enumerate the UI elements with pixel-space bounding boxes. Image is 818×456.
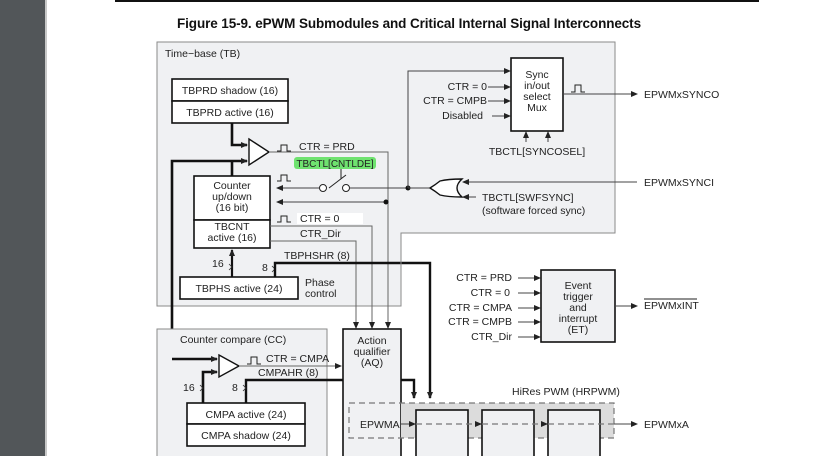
counter-outputs: CTR = 0 CTR_Dir bbox=[270, 213, 375, 329]
ctr-prd-label: CTR = PRD bbox=[299, 141, 355, 153]
hrpwm-label: HiRes PWM (HRPWM) bbox=[512, 386, 620, 398]
et-input-ctr-cmpb: CTR = CMPB bbox=[448, 316, 512, 328]
cmpa-active-label: CMPA active (24) bbox=[206, 409, 287, 421]
sync-input-disabled: Disabled bbox=[442, 110, 483, 122]
pulse-icon bbox=[247, 356, 261, 365]
sync-input-ctr-zero: CTR = 0 bbox=[448, 81, 488, 93]
event-trigger-block: Event trigger and interrupt (ET) CTR = P… bbox=[448, 269, 699, 343]
ctr-zero-label: CTR = 0 bbox=[300, 213, 340, 225]
tbprd-shadow-label: TBPRD shadow (16) bbox=[182, 85, 278, 97]
et-line-5: (ET) bbox=[568, 324, 588, 336]
mux-line-1: Sync bbox=[525, 69, 548, 81]
mux-line-2: in/out bbox=[524, 80, 550, 92]
phase-control-line-1: Phase bbox=[305, 277, 335, 289]
mux-line-4: Mux bbox=[527, 102, 548, 114]
cntlde-label: TBCTL[CNTLDE] bbox=[296, 159, 373, 170]
synci-label: EPWMxSYNCI bbox=[644, 177, 714, 189]
cmpahr-label: CMPAHR (8) bbox=[258, 367, 318, 379]
action-qualifier-block: Action qualifier (AQ) bbox=[342, 233, 402, 456]
sync-mux: Sync in/out select Mux CTR = 0 CTR = CMP… bbox=[407, 57, 719, 188]
bus-width-16: 16 bbox=[212, 258, 224, 270]
bus-width-8: 8 bbox=[262, 262, 268, 274]
mux-line-3: select bbox=[523, 91, 551, 103]
timebase-label: Time−base (TB) bbox=[165, 48, 240, 60]
ctr-cmpa-label: CTR = CMPA bbox=[266, 353, 329, 365]
et-input-ctr-cmpa: CTR = CMPA bbox=[449, 302, 512, 314]
epwmxint-label: EPWMxINT bbox=[644, 300, 699, 312]
tbphshr-label: TBPHSHR (8) bbox=[284, 250, 350, 262]
swfsync-label: TBCTL[SWFSYNC] bbox=[482, 192, 574, 204]
counter-line-1: Counter bbox=[213, 180, 251, 192]
pdf-viewer-sidebar bbox=[0, 0, 45, 456]
sidebar-divider bbox=[45, 0, 47, 456]
cntlde-switch: TBCTL[CNTLDE] bbox=[276, 157, 411, 205]
aq-line-1: Action bbox=[357, 335, 386, 347]
tbcnt-line-2: active (16) bbox=[207, 232, 256, 244]
et-line-4: interrupt bbox=[559, 313, 598, 325]
sync-input-ctr-cmpb: CTR = CMPB bbox=[423, 95, 487, 107]
tbprd-registers: TBPRD shadow (16) TBPRD active (16) bbox=[171, 78, 289, 124]
aq-line-3: (AQ) bbox=[361, 357, 383, 369]
cntlde-highlight bbox=[294, 157, 376, 169]
ctr-dir-label: CTR_Dir bbox=[300, 228, 341, 240]
counter-line-3: (16 bit) bbox=[216, 202, 249, 214]
tbphs-active-label: TBPHS active (24) bbox=[196, 283, 283, 295]
cmpa-shadow-label: CMPA shadow (24) bbox=[201, 430, 291, 442]
pulse-icon bbox=[277, 215, 291, 223]
pulse-icon bbox=[277, 174, 291, 182]
epwma-label: EPWMA bbox=[360, 419, 400, 431]
cc-bus-width-16: 16 bbox=[183, 382, 195, 394]
tbphs-register: 16 8 TBPHS active (24) Phase control TBP… bbox=[179, 249, 433, 399]
et-line-2: trigger bbox=[563, 291, 593, 303]
sync-or-gate: EPWMxSYNCI TBCTL[SWFSYNC] (software forc… bbox=[408, 177, 714, 217]
counter-block: Counter up/down (16 bit) TBCNT active (1… bbox=[193, 175, 271, 249]
syncosel-label: TBCTL[SYNCOSEL] bbox=[489, 146, 585, 158]
et-line-1: Event bbox=[565, 280, 592, 292]
et-input-ctr-dir: CTR_Dir bbox=[471, 331, 512, 343]
counter-line-2: up/down bbox=[212, 191, 252, 203]
et-input-ctr-prd: CTR = PRD bbox=[456, 272, 512, 284]
swfsync-note: (software forced sync) bbox=[482, 205, 585, 217]
counter-compare-label: Counter compare (CC) bbox=[180, 334, 286, 346]
counter-compare-region: Counter compare (CC) CTR = CMPA CMPAHR (… bbox=[156, 328, 417, 456]
page-top-rule bbox=[115, 0, 759, 2]
pulse-icon bbox=[571, 84, 585, 93]
tbprd-active-label: TBPRD active (16) bbox=[186, 107, 274, 119]
epwmxa-label: EPWMxA bbox=[644, 419, 689, 431]
phase-control-line-2: control bbox=[305, 288, 337, 300]
hrpwm-region: HiRes PWM (HRPWM) EPWMA EPWMxA bbox=[348, 386, 689, 456]
et-input-ctr-zero: CTR = 0 bbox=[471, 287, 511, 299]
figure-title: Figure 15-9. ePWM Submodules and Critica… bbox=[177, 16, 641, 31]
synco-label: EPWMxSYNCO bbox=[644, 89, 719, 101]
tbcnt-line-1: TBCNT bbox=[215, 221, 251, 233]
pulse-icon bbox=[277, 144, 291, 152]
et-line-3: and bbox=[569, 302, 587, 314]
cc-bus-width-8: 8 bbox=[232, 382, 238, 394]
aq-line-2: qualifier bbox=[354, 346, 391, 358]
